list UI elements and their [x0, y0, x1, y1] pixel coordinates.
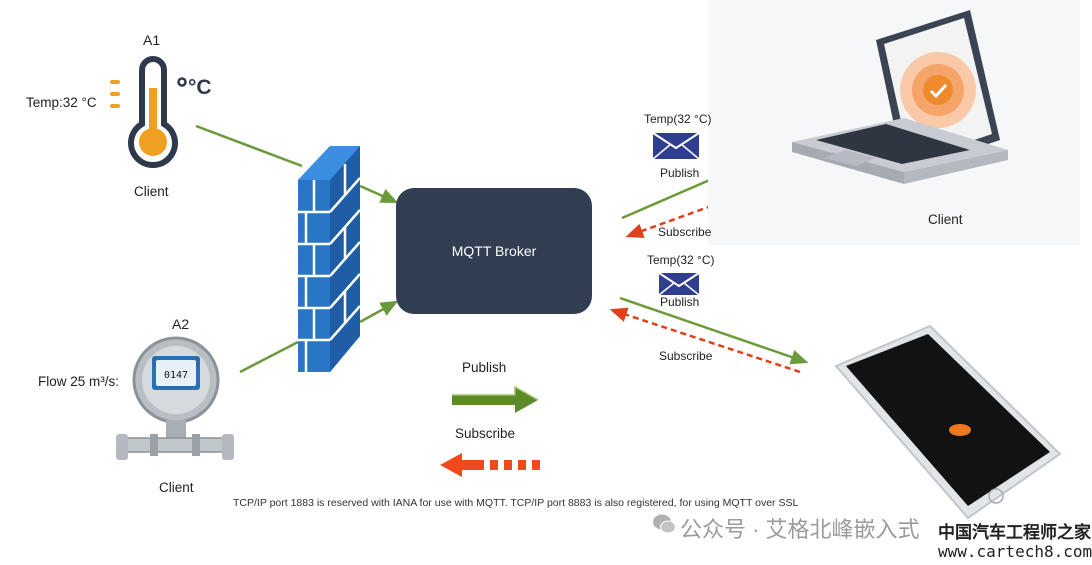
laptop-icon: [708, 0, 1080, 245]
firewall-to-broker-upper-arrow: [359, 184, 399, 204]
a2-reading: Flow 25 m³/s:: [38, 374, 120, 389]
mqtt-broker-box: MQTT Broker: [396, 188, 592, 314]
laptop-msg-topic: Temp(32 °C): [644, 112, 712, 126]
smartphone-icon: [834, 324, 1062, 520]
firewall-to-broker-lower-arrow: [359, 300, 399, 324]
legend-publish-label: Publish: [462, 360, 507, 375]
footer-note: TCP/IP port 1883 is reserved with IANA f…: [233, 497, 799, 509]
envelope-icon: [658, 272, 700, 296]
flow-meter-icon: 0147: [116, 336, 234, 460]
phone-subscribe-arrow: [609, 307, 801, 374]
a2-to-firewall-line: [239, 340, 299, 374]
a2-client-label: Client: [159, 480, 194, 495]
site-name: 中国汽车工程师之家: [938, 523, 1091, 542]
meter-display-value: 0147: [164, 370, 188, 381]
legend-subscribe-arrow: [440, 453, 540, 477]
phone-publish-arrow: [619, 296, 809, 365]
a1-reading: Temp:32 °C: [26, 95, 97, 110]
laptop-publish-label: Publish: [660, 166, 700, 180]
phone-publish-label: Publish: [660, 295, 700, 309]
firewall-icon: [298, 146, 361, 372]
legend-publish-arrow: [452, 385, 539, 413]
envelope-icon: [652, 132, 700, 160]
laptop-client-label: Client: [928, 212, 963, 227]
a1-client-label: Client: [134, 184, 169, 199]
thermometer-icon: [110, 56, 187, 169]
a1-label: A1: [143, 32, 161, 48]
phone-msg-topic: Temp(32 °C): [647, 253, 715, 267]
a2-label: A2: [172, 316, 190, 332]
legend-subscribe-label: Subscribe: [455, 426, 516, 441]
site-url: www.cartech8.com: [938, 542, 1092, 561]
phone-subscribe-label: Subscribe: [659, 349, 713, 363]
a1-to-firewall-line: [195, 124, 303, 168]
wechat-icon: [653, 514, 676, 534]
watermark-text: 公众号 · 艾格北峰嵌入式: [680, 517, 920, 542]
laptop-subscribe-label: Subscribe: [658, 225, 712, 239]
celsius-unit: °C: [188, 76, 212, 99]
broker-label: MQTT Broker: [451, 243, 537, 259]
